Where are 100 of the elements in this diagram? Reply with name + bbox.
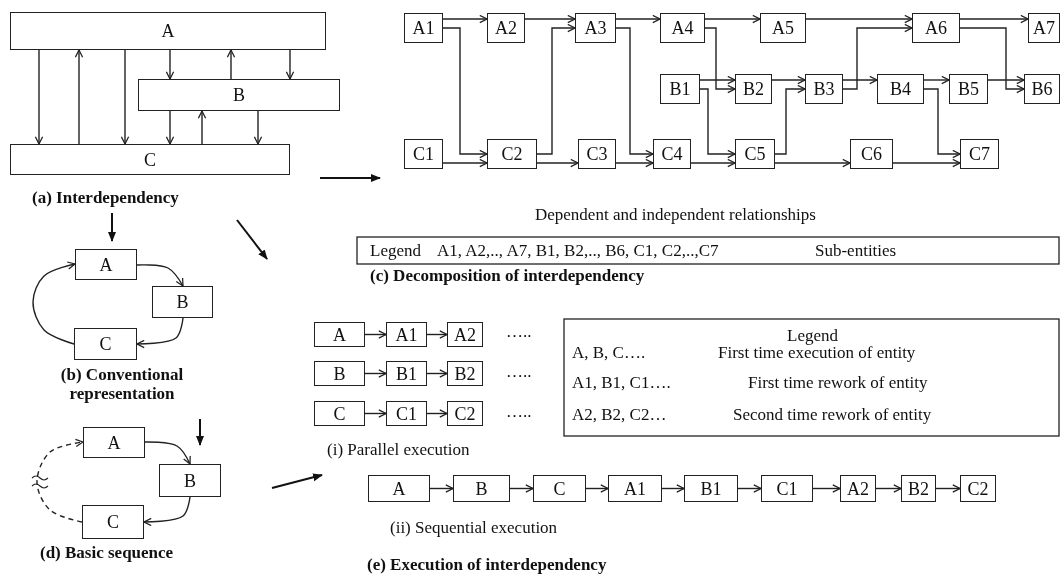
entity-label: B: [176, 293, 189, 311]
entity-box: [653, 139, 691, 169]
entity-label: B: [233, 86, 245, 104]
arrow: [136, 317, 184, 349]
arrow: [842, 23, 913, 90]
entity-label: B: [475, 479, 488, 498]
entity-label: C1: [776, 479, 798, 498]
entity-box: [314, 322, 365, 347]
entity-label: B1: [669, 80, 691, 98]
legend-text: A1, A2,.., A7, B1, B2,.., B6, C1, C2,..,C7: [437, 241, 719, 260]
entity-box: [487, 139, 537, 169]
entity-box: [575, 13, 616, 43]
legend-title: Legend: [787, 326, 838, 345]
entity-label: C2: [501, 145, 523, 163]
arrow: [699, 88, 736, 159]
sub-caption: (i) Parallel execution: [327, 440, 470, 459]
entity-label: C2: [454, 404, 476, 423]
ellipsis: …..: [506, 402, 532, 421]
entity-label: A6: [925, 19, 947, 37]
arrow: [32, 261, 76, 345]
arrow: [524, 14, 576, 24]
entity-box: [314, 361, 365, 386]
entity-label: C4: [661, 145, 683, 163]
panel-caption: (d) Basic sequence: [40, 543, 174, 562]
legend-text: A2, B2, C2…: [572, 405, 667, 424]
entity-label: B5: [958, 80, 979, 98]
panel-caption: (c) Decomposition of interdependency: [370, 266, 645, 285]
entity-label: C2: [967, 479, 989, 498]
entity-box: [368, 475, 430, 502]
entity-box: [386, 401, 427, 426]
panel-caption: (b) Conventional representation: [59, 365, 185, 403]
entity-label: B3: [813, 80, 835, 98]
entity-label: C: [99, 335, 112, 353]
ellipsis: …..: [506, 322, 532, 341]
entity-box: [960, 139, 999, 169]
arrow: [812, 484, 841, 493]
arrow: [923, 75, 950, 85]
arrow: [585, 484, 609, 493]
arrow: [704, 14, 761, 24]
entity-label: A: [161, 22, 175, 40]
entity-label: B1: [396, 364, 417, 383]
entity-box: [453, 475, 510, 502]
dashed-arrow: [36, 438, 84, 523]
legend-text: First time rework of entity: [748, 373, 928, 392]
arrow: [771, 75, 806, 85]
arrow: [143, 496, 191, 527]
entity-label: B2: [743, 80, 764, 98]
arrow: [987, 75, 1025, 85]
arrow: [364, 330, 387, 339]
entity-label: C3: [586, 145, 608, 163]
legend-text: A1, B1, C1….: [572, 373, 671, 392]
entity-label: B2: [454, 364, 476, 383]
arrow: [364, 409, 387, 418]
entity-label: A2: [847, 479, 869, 498]
entity-label: C1: [413, 145, 434, 163]
legend-text: Sub-entities: [815, 241, 897, 260]
entity-box: [447, 361, 483, 386]
entity-box: [660, 74, 700, 104]
entity-label: C: [107, 513, 119, 531]
legend-text: A, B, C….: [572, 343, 646, 362]
entity-box: [159, 464, 221, 497]
arrow: [426, 330, 448, 339]
arrow: [136, 264, 184, 287]
entity-label: B2: [908, 479, 929, 498]
arrow: [615, 14, 661, 24]
entity-box: [912, 13, 960, 43]
entity-box: [74, 328, 137, 360]
arrow: [805, 14, 913, 24]
entity-label: A4: [671, 19, 694, 37]
entity-box: [735, 74, 772, 104]
entity-box: [660, 13, 705, 43]
entity-label: A: [99, 255, 113, 274]
entity-label: C: [144, 150, 156, 169]
arrow: [34, 49, 44, 145]
entity-label: B6: [1031, 80, 1053, 98]
arrow: [509, 484, 534, 493]
legend-title: Legend: [370, 241, 421, 260]
ellipsis: …..: [506, 362, 532, 381]
entity-box: [10, 144, 290, 175]
entity-box: [760, 13, 806, 43]
arrow: [442, 14, 488, 24]
entity-label: A7: [1033, 19, 1055, 37]
entity-label: A2: [495, 19, 517, 37]
entity-box: [138, 79, 340, 111]
entity-label: A: [392, 479, 406, 498]
arrow: [875, 484, 902, 493]
arrow: [536, 158, 579, 168]
arrow: [226, 49, 236, 80]
entity-box: [152, 286, 213, 318]
entity-label: B: [333, 364, 346, 383]
entity-box: [83, 427, 145, 458]
arrow: [120, 49, 130, 145]
entity-box: [447, 401, 483, 426]
entity-label: B: [184, 471, 196, 490]
panel-caption: (a) Interdependency: [32, 188, 179, 207]
entity-box: [901, 475, 936, 502]
entity-box: [761, 475, 813, 502]
arrow: [892, 158, 961, 168]
entity-box: [608, 475, 662, 502]
entity-box: [82, 505, 144, 539]
